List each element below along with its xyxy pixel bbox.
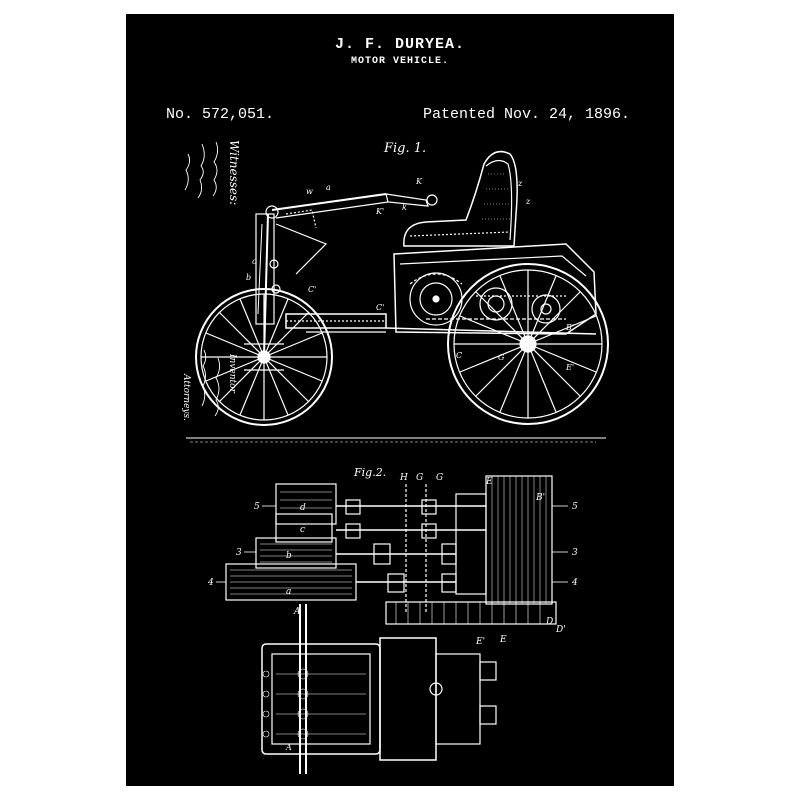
fig1-label: Fig. 1. xyxy=(383,141,426,156)
svg-text:H: H xyxy=(399,473,408,483)
svg-text:E': E' xyxy=(475,637,485,647)
svg-text:C': C' xyxy=(376,303,384,312)
svg-text:B': B' xyxy=(535,493,545,503)
svg-text:K: K xyxy=(415,177,423,186)
witness-signatures xyxy=(184,141,219,199)
svg-text:4: 4 xyxy=(571,578,578,588)
svg-text:C: C xyxy=(456,351,462,360)
left-pulley-stack xyxy=(225,483,357,601)
witnesses-label: Witnesses: xyxy=(227,140,241,205)
svg-text:A: A xyxy=(293,607,301,617)
svg-text:5: 5 xyxy=(572,502,578,512)
fig2-transmission-illustration: Fig.2. xyxy=(207,466,578,774)
fig2-label: Fig.2. xyxy=(353,466,386,479)
svg-text:K': K' xyxy=(375,207,384,216)
svg-text:c: c xyxy=(252,257,257,266)
svg-text:b: b xyxy=(286,551,292,561)
svg-text:3: 3 xyxy=(236,548,242,558)
engine-block: A xyxy=(261,604,497,774)
patent-date: Patented Nov. 24, 1896. xyxy=(422,106,630,123)
svg-text:A: A xyxy=(285,743,292,752)
svg-text:E: E xyxy=(499,635,507,645)
svg-text:5: 5 xyxy=(254,502,260,512)
attorneys-label: Attorneys. xyxy=(181,373,191,421)
svg-text:E': E' xyxy=(565,363,574,372)
svg-text:C': C' xyxy=(308,285,316,294)
svg-text:G: G xyxy=(498,353,505,362)
inventor-name: J. F. DURYEA. xyxy=(334,36,466,53)
svg-text:4: 4 xyxy=(207,578,214,588)
svg-text:G: G xyxy=(416,473,423,483)
svg-text:E: E xyxy=(485,477,493,487)
svg-text:d: d xyxy=(300,503,306,513)
patent-number: No. 572,051. xyxy=(166,106,275,123)
svg-text:a: a xyxy=(286,587,291,597)
fig1-vehicle-illustration: Fig. 1. xyxy=(181,140,609,443)
svg-text:D': D' xyxy=(555,625,566,635)
svg-text:c: c xyxy=(300,525,305,535)
steering-column xyxy=(244,193,438,371)
svg-text:a: a xyxy=(326,183,331,192)
svg-text:3: 3 xyxy=(572,548,578,558)
seat xyxy=(403,150,518,247)
svg-text:k: k xyxy=(402,203,407,212)
rear-wheel xyxy=(447,263,609,425)
inventor-signature xyxy=(201,349,221,417)
inventor-label: Inventor xyxy=(227,353,237,394)
patent-poster: J. F. DURYEA. MOTOR VEHICLE. No. 572,051… xyxy=(126,14,674,786)
patent-drawing: Fig. 1. xyxy=(181,140,609,774)
svg-text:z: z xyxy=(517,179,523,188)
central-gear-train xyxy=(336,484,557,625)
svg-text:D: D xyxy=(545,617,553,627)
svg-text:B': B' xyxy=(565,323,574,332)
patent-title: MOTOR VEHICLE. xyxy=(350,56,449,67)
svg-text:w: w xyxy=(306,187,313,196)
svg-text:z: z xyxy=(525,197,531,206)
svg-text:b: b xyxy=(246,273,251,282)
svg-text:G: G xyxy=(436,473,443,483)
